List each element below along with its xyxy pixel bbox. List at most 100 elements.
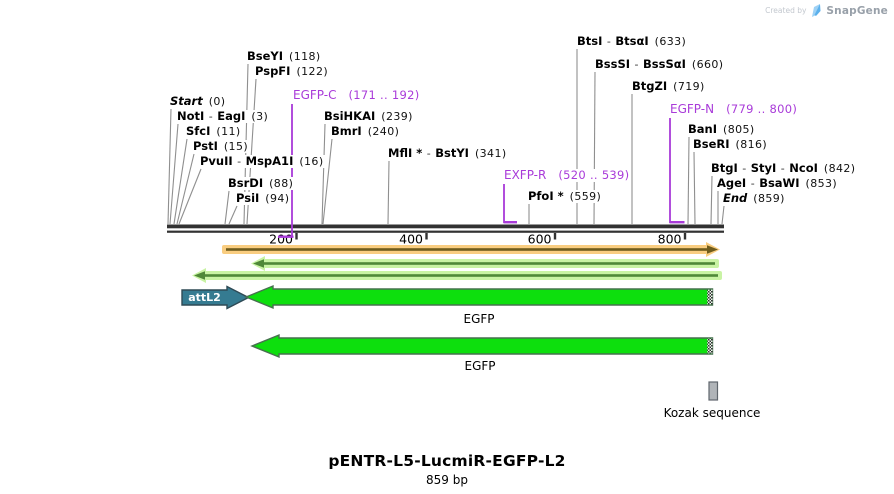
site-label-bsrdi: BsrDI(88) [226,177,296,190]
enzyme-name: BsiHKAI [324,109,376,123]
site-position: (3) [251,110,269,123]
primer-label-egfp-n: EGFP-N (779 .. 800) [668,102,800,116]
egfp-arrow-1-truncated-edge [707,289,713,305]
primer-leader-egfp-c [291,104,293,237]
snapgene-credit: Created by SnapGene [765,4,888,17]
enzyme-name: PvuII [200,154,233,168]
site-label-bani: BanI (805) [686,123,757,136]
enzyme-name: BseYI [247,49,284,63]
site-label-btsi-btsai: BtsI - BtsαI(633) [575,35,689,48]
orf-reverse-1-arrowhead [253,259,264,268]
site-label-bseyi: BseYI(118) [245,50,323,63]
ruler-tick-label-600: 600 [528,232,552,247]
site-position: (341) [474,147,507,160]
primer-name: EXFP-R [504,168,547,182]
primer-name: EGFP-N [670,102,715,116]
site-position: (240) [367,125,400,138]
enzyme-name: SfcI [186,124,211,138]
site-label-psii: PsiI(94) [234,192,292,205]
callout-line-pvuii-mspa1i [178,168,202,225]
site-label-bsihkai: BsiHKAI (239) [322,110,415,123]
snapgene-feather-icon [811,4,821,17]
ruler-line-bottom [167,230,724,233]
separator: - [747,177,759,190]
callout-line-bseri [693,151,696,225]
orf-forward-arrowhead [707,245,718,254]
enzyme-name: NotI [177,109,205,123]
egfp-label-2: EGFP [464,359,496,373]
primer-range: (171 .. 192) [348,88,420,102]
site-position: (633) [654,35,687,48]
egfp-feature-arrow-1 [244,284,714,310]
callout-line-end [721,205,725,225]
callout-line-sfci [173,138,188,225]
enzyme-name: BsaWI [759,176,800,190]
site-position: (842) [823,162,856,175]
site-position: (559) [569,190,602,203]
enzyme-name: PstI [193,139,218,153]
callout-line-bani [687,136,690,225]
separator: - [777,162,789,175]
primer-range: (779 .. 800) [726,102,798,116]
callout-line-psii [228,205,238,225]
enzyme-name: BtgZI [632,79,668,93]
site-position: (239) [381,110,413,123]
ruler-tick-400 [425,233,428,240]
callout-line-psti [176,153,195,225]
callout-line-mfli-bstyi [387,160,390,225]
callout-line-bmri [322,138,333,225]
egfp-feature-arrow-2 [250,333,714,359]
attl2-label: attL2 [188,291,221,304]
site-label-agei-bsawi: AgeI - BsaWI(853) [715,176,840,190]
site-position: (11) [216,125,241,138]
ruler-tick-200 [295,233,298,240]
egfp-label-1: EGFP [463,312,495,326]
ruler-line-top [167,224,724,229]
site-position: (94) [265,192,290,205]
site-label-bsssi-bsssai: BssSI - BssSαI(660) [593,58,726,71]
kozak-label: Kozak sequence [663,406,761,420]
site-position: (805) [723,123,755,136]
enzyme-name: Start [170,94,203,108]
ruler-tick-600 [553,233,557,240]
site-position: (660) [691,58,724,71]
primer-leader-egfp-n [669,118,671,223]
site-label-psti: PstI(15) [191,139,251,153]
separator: - [603,35,615,48]
primer-label-egfp-c: EGFP-C(171 .. 192) [291,89,422,102]
primer-label-exfp-r: EXFP-R(520 .. 539) [502,168,632,182]
separator: - [233,155,245,168]
site-label-noti-eagi: NotI - EagI(3) [175,109,271,123]
snapgene-brand-text: SnapGene [826,4,888,17]
plasmid-title: pENTR-L5-LucmiR-EGFP-L2 [328,452,566,470]
callout-line-start [167,108,172,225]
callout-line-bsihkai [321,123,326,225]
site-position: (88) [269,177,294,190]
enzyme-name: BanI [688,122,717,136]
egfp-arrow-2-truncated-edge [707,338,713,354]
site-position: (0) [208,95,226,108]
site-position: (122) [296,65,329,78]
enzyme-name: End [723,191,748,205]
orf-reverse-1-core [263,262,715,265]
enzyme-name: PfoI * [528,189,564,203]
site-label-bseri: BseRI(816) [691,138,770,151]
primer-span-egfp-n [669,221,685,224]
site-label-btgzi: BtgZI(719) [630,80,707,93]
separator: - [631,58,642,71]
kozak-feature-box [708,381,719,401]
orf-forward-core [226,248,708,251]
enzyme-name: PspFI [255,64,291,78]
plasmid-length: 859 bp [426,473,468,487]
site-label-mfli-bstyi: MflI * - BstYI(341) [386,147,509,160]
site-label-bmri: BmrI(240) [329,125,402,138]
site-label-pvuii-mspa1i: PvuII - MspA1I(16) [198,155,326,168]
site-label-start: Start (0) [168,95,228,108]
enzyme-name: MflI * [388,146,423,160]
orf-reverse-2-core [204,274,718,277]
ruler-tick-label-200: 200 [269,232,293,247]
enzyme-name: BtgI [711,161,738,175]
site-label-pspfi: PspFI (122) [253,64,331,78]
enzyme-name: AgeI [717,176,747,190]
